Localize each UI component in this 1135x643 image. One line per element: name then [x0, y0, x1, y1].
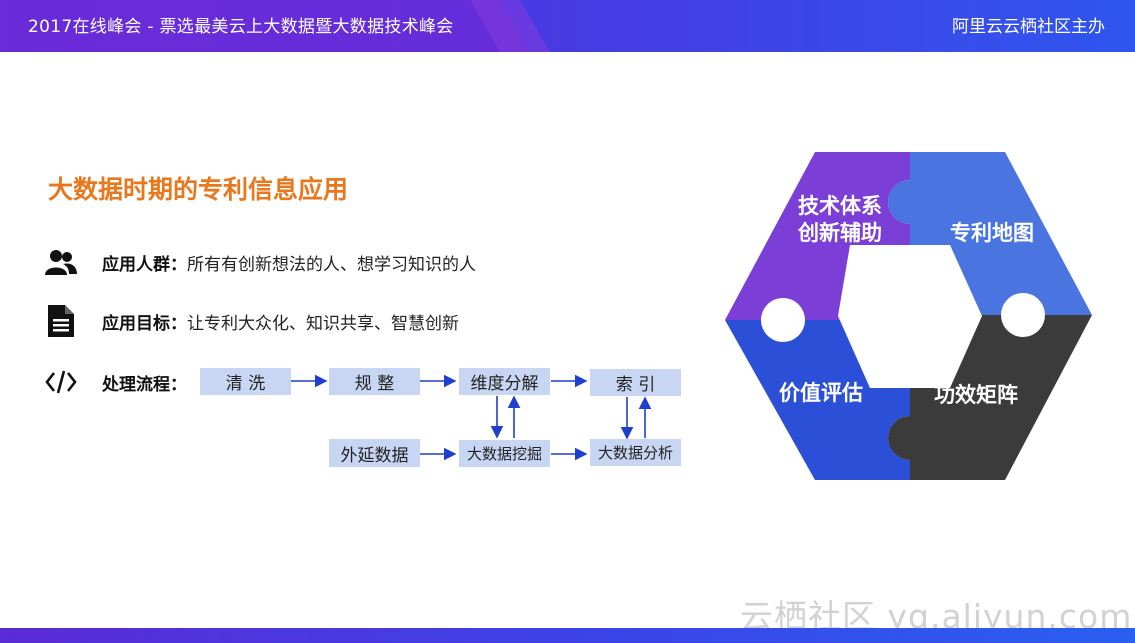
segment-label-map: 专利地图 [950, 221, 1034, 245]
flow-box-external: 外延数据 [329, 439, 420, 467]
segment-blue [725, 320, 910, 480]
code-icon [44, 365, 78, 399]
segment-label-text: 技术体系 创新辅助 [798, 194, 882, 245]
slide-title: 大数据时期的专利信息应用 [48, 175, 349, 204]
users-icon [44, 245, 78, 279]
segment-light-blue [888, 152, 1092, 315]
flow-box-analysis: 大数据分析 [590, 439, 681, 466]
segment-label-value: 价值评估 [779, 381, 863, 405]
flow-box-normalize: 规 整 [329, 368, 420, 395]
row-value: 所有有创新想法的人、想学习知识的人 [187, 254, 476, 275]
row-audience: 应用人群： 所有有创新想法的人、想学习知识的人 [44, 245, 476, 279]
flow-box-dimension: 维度分解 [459, 368, 550, 395]
row-value: 让专利大众化、知识共享、智慧创新 [187, 313, 459, 334]
header-bar: 2017在线峰会 - 票选最美云上大数据暨大数据技术峰会 阿里云云栖社区主办 [0, 0, 1135, 52]
flow-box-index: 索 引 [590, 369, 681, 396]
segment-label-matrix: 功效矩阵 [934, 383, 1018, 407]
row-label: 应用人群： [102, 254, 187, 275]
flow-box-mining: 大数据挖掘 [459, 440, 550, 467]
cycle-diagram [725, 152, 1092, 480]
row-label: 处理流程： [102, 374, 187, 395]
header-host: 阿里云云栖社区主办 [952, 17, 1105, 37]
document-icon [44, 304, 78, 338]
segment-label-tech: 技术体系 创新辅助 [790, 193, 890, 247]
header-title: 2017在线峰会 - 票选最美云上大数据暨大数据技术峰会 [28, 17, 454, 37]
row-label: 应用目标： [102, 313, 187, 334]
header-decoration [0, 0, 550, 52]
row-process: 处理流程： [44, 365, 187, 399]
row-goal: 应用目标： 让专利大众化、知识共享、智慧创新 [44, 304, 459, 338]
footer-bar [0, 628, 1135, 643]
flow-box-clean: 清 洗 [200, 368, 291, 395]
